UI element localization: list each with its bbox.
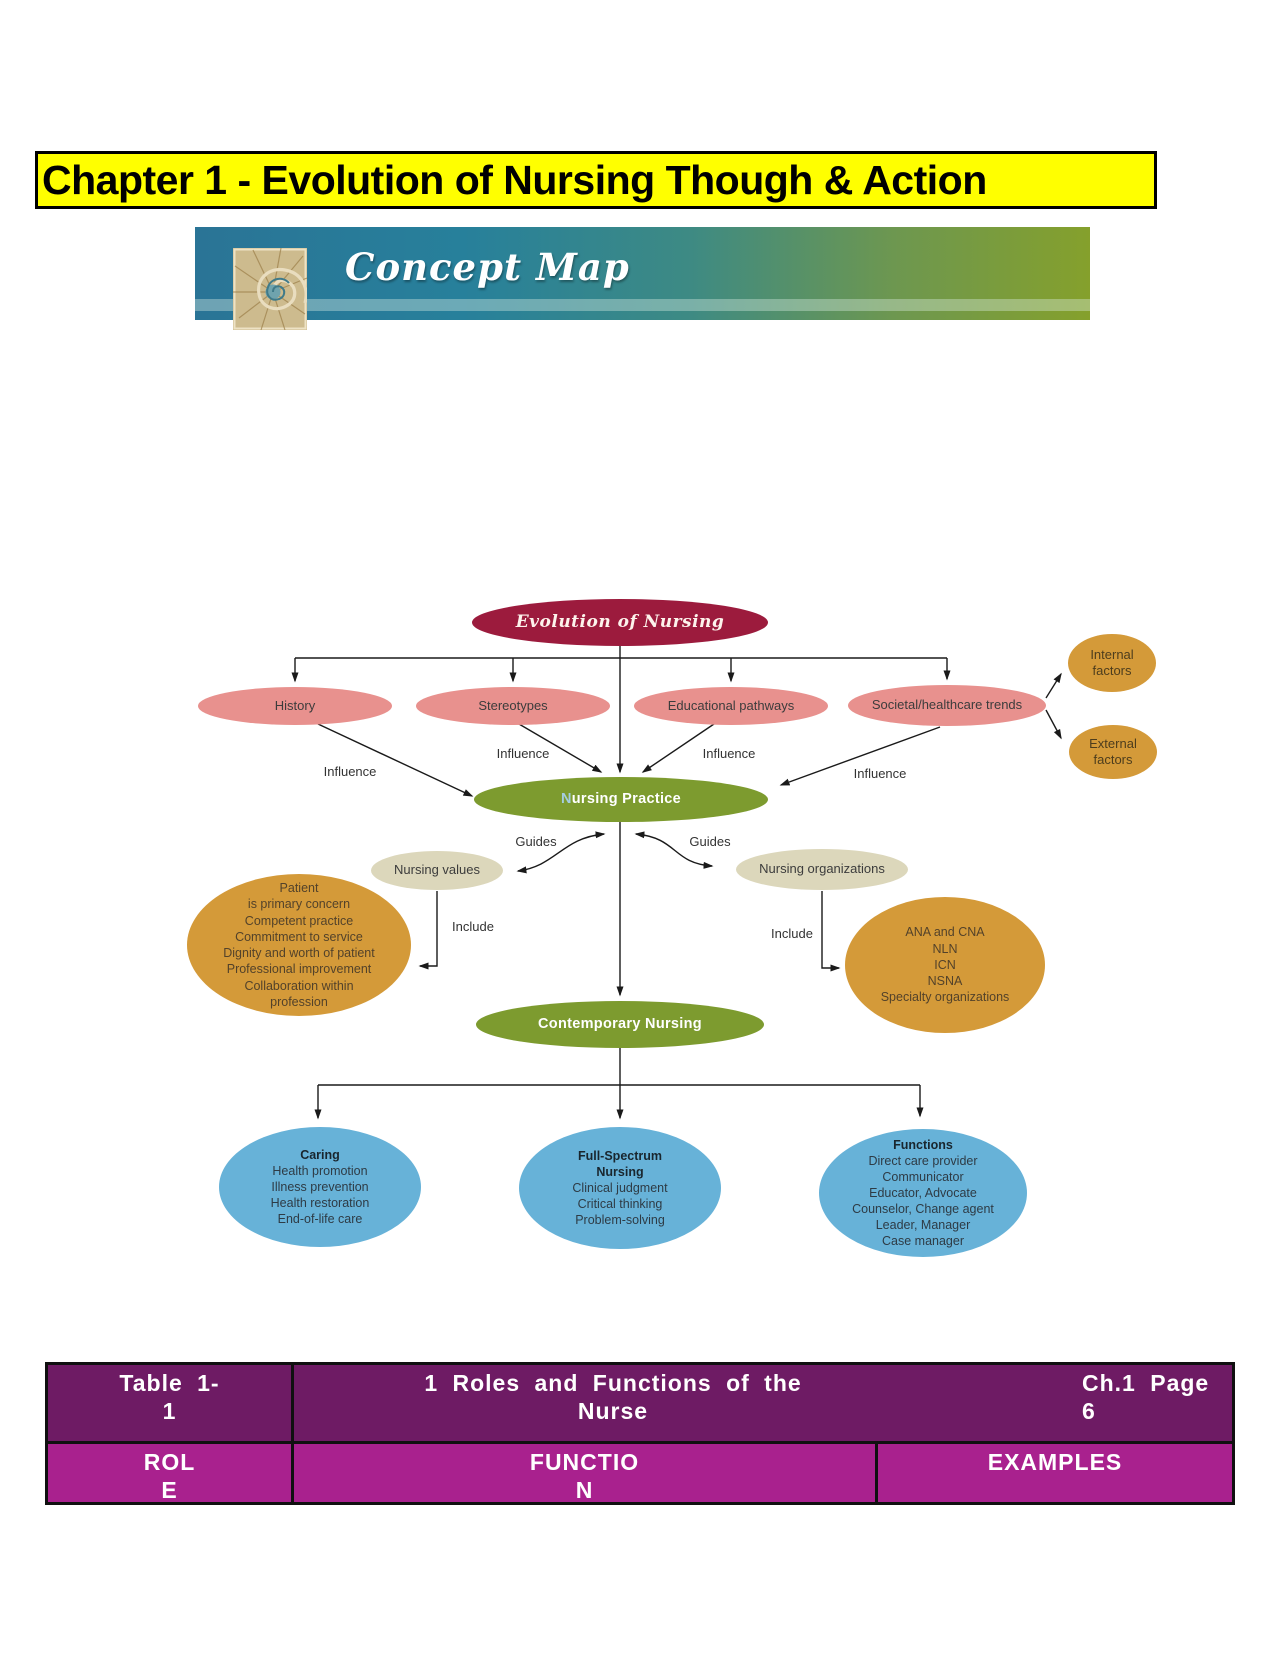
column-header-role: ROL E (48, 1444, 294, 1503)
node-caring: Caring Health promotion Illness preventi… (219, 1127, 421, 1247)
caring-items: Health promotion Illness prevention Heal… (270, 1164, 370, 1226)
column-header-function: FUNCTIO N (294, 1444, 878, 1503)
node-contemporary-nursing: Contemporary Nursing (476, 1001, 764, 1048)
table-page-cell: Ch.1 Page 6 (1082, 1370, 1210, 1424)
node-organizations-detail: ANA and CNA NLN ICN NSNA Specialty organ… (845, 897, 1045, 1033)
chapter-title-text: Chapter 1 - Evolution of Nursing Though … (42, 156, 987, 203)
caring-title: Caring (300, 1148, 340, 1162)
node-internal-factors: Internal factors (1068, 634, 1156, 692)
label-include-right: Include (771, 926, 813, 941)
label-influence-societal: Influence (853, 766, 907, 781)
label-influence-educational: Influence (702, 746, 756, 761)
label-guides-right: Guides (689, 834, 731, 849)
nautilus-shell-icon (233, 248, 307, 330)
node-values-detail: Patient is primary concern Competent pra… (187, 874, 411, 1016)
node-evolution-of-nursing: Evolution of Nursing (472, 599, 768, 646)
node-full-spectrum-nursing: Full-Spectrum Nursing Clinical judgment … (519, 1127, 721, 1249)
table-caption-row: Table 1- 1 1 Roles and Functions of the … (48, 1365, 1232, 1444)
label-guides-left: Guides (515, 834, 557, 849)
banner-title: Concept Map (345, 245, 630, 289)
node-functions: Functions Direct care provider Communica… (819, 1129, 1027, 1257)
label-influence-stereotypes: Influence (496, 746, 550, 761)
label-influence-history: Influence (323, 764, 377, 779)
node-educational-pathways: Educational pathways (634, 687, 828, 725)
table-caption-cell: 1 Roles and Functions of the Nurse (424, 1370, 802, 1424)
full-spectrum-title: Full-Spectrum Nursing (577, 1149, 663, 1179)
roles-functions-table: Table 1- 1 1 Roles and Functions of the … (45, 1362, 1235, 1505)
table-header-row: ROL E FUNCTIO N EXAMPLES (48, 1444, 1232, 1503)
nursing-practice-label: Nursing Practice (560, 791, 682, 808)
node-nursing-organizations: Nursing organizations (736, 849, 908, 890)
node-nursing-practice: Nursing Practice (474, 777, 768, 822)
node-external-factors: External factors (1069, 725, 1157, 779)
concept-map-banner: Concept Map (195, 227, 1090, 330)
node-nursing-values: Nursing values (371, 851, 503, 890)
banner-stripe (195, 299, 1090, 311)
node-history: History (198, 687, 392, 725)
functions-items: Direct care provider Communicator Educat… (852, 1154, 994, 1248)
table-number-cell: Table 1- 1 (48, 1365, 294, 1441)
chapter-title-banner: Chapter 1 - Evolution of Nursing Though … (35, 151, 1157, 209)
column-header-examples: EXAMPLES (987, 1449, 1123, 1475)
label-include-left: Include (452, 919, 494, 934)
functions-title: Functions (893, 1138, 953, 1152)
full-spectrum-items: Clinical judgment Critical thinking Prob… (572, 1181, 668, 1227)
node-stereotypes: Stereotypes (416, 687, 610, 725)
node-societal-healthcare-trends: Societal/healthcare trends (848, 685, 1046, 726)
